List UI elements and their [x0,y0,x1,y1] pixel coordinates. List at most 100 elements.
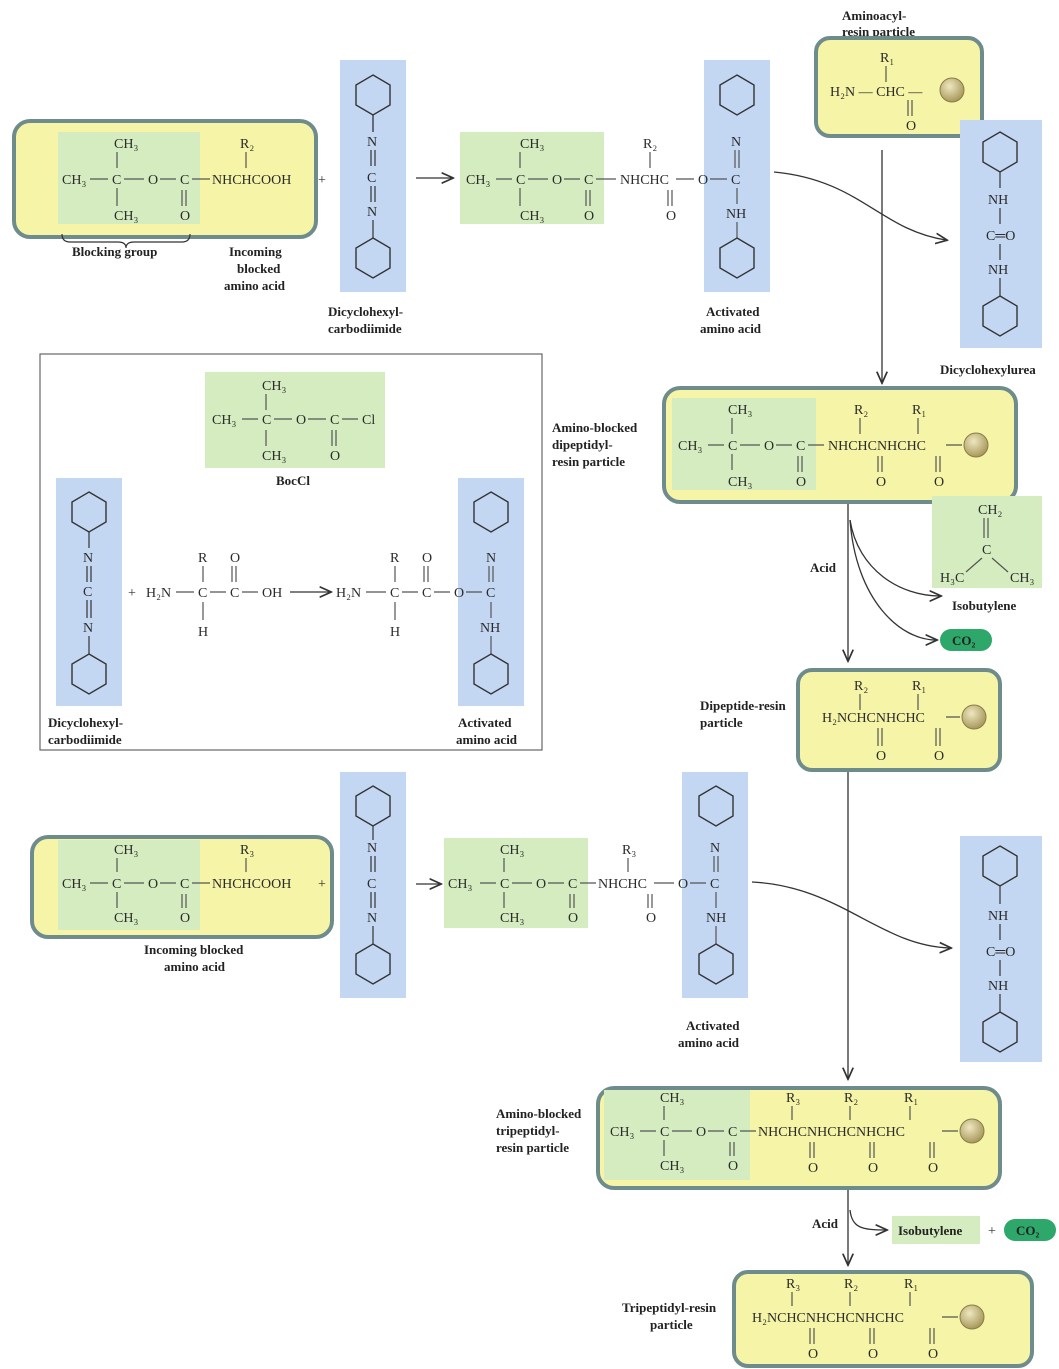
tripeptidyl-label-2: tripeptidyl- [496,1123,560,1138]
svg-text:H₃C: H₃C [940,571,964,586]
svg-text:N: N [731,135,741,150]
isobutylene-label-2: Isobutylene [898,1223,963,1238]
svg-text:CH₃: CH₃ [500,911,524,926]
arrow-to-isobutylene-1 [849,519,940,596]
svg-text:C: C [584,173,593,188]
svg-text:H: H [198,625,208,640]
svg-text:CH₃: CH₃ [728,475,752,490]
inset-box [39,353,543,751]
svg-text:CH₃: CH₃ [114,911,138,926]
svg-text:O: O [764,439,774,454]
svg-text:O: O [808,1347,818,1362]
arrow-to-isobutylene-2 [849,1209,886,1230]
svg-text:CO₂: CO₂ [1016,1223,1040,1238]
svg-text:C: C [367,877,376,892]
svg-text:NHCHC: NHCHC [598,877,647,892]
svg-text:O: O [296,413,306,428]
svg-text:CH₃: CH₃ [610,1125,634,1140]
acid-label-2: Acid [812,1216,839,1231]
svg-text:H₂N: H₂N [336,586,361,601]
svg-text:R: R [390,551,400,566]
svg-text:H₂N — CHC —: H₂N — CHC — [830,85,923,100]
svg-text:CH₃: CH₃ [520,209,544,224]
svg-text:N: N [367,911,377,926]
svg-text:O: O [230,551,240,566]
inset-activated-label-2: amino acid [456,732,518,747]
isobutylene-box-2 [892,1216,980,1244]
svg-text:R: R [198,551,208,566]
svg-text:O: O [666,209,676,224]
o-carbonyl: O [180,209,190,224]
svg-text:C: C [230,586,239,601]
svg-text:O: O [422,551,432,566]
inset-dcc-label-2: carbodiimide [48,732,122,747]
svg-text:C═O: C═O [986,229,1015,244]
svg-text:O: O [796,475,806,490]
svg-text:C: C [390,586,399,601]
tripeptidyl-label-1: Amino-blocked [496,1106,582,1121]
svg-text:C: C [262,413,271,428]
arrow-to-urea-2 [751,881,950,948]
ch3-left: CH₃ [62,173,86,188]
r2-label: R₂ [240,137,254,152]
svg-text:CH₃: CH₃ [466,173,490,188]
svg-text:CH₃: CH₃ [62,877,86,892]
svg-text:CH₃: CH₃ [1010,571,1034,586]
inset-dcc-label-1: Dicyclohexyl- [48,715,123,730]
inset-activated: H₂N R C H O C O N C NH [336,478,524,706]
svg-text:O: O [568,911,578,926]
svg-text:O: O [906,119,916,134]
dcc-label-1: Dicyclohexyl- [328,304,403,319]
aminoacyl-label-2: resin particle [842,24,915,39]
svg-text:O: O [868,1347,878,1362]
svg-text:N: N [83,621,93,636]
isobutylene-label-1: Isobutylene [952,598,1017,613]
svg-text:CO₂: CO₂ [952,633,976,648]
inset-activated-label-1: Activated [458,715,512,730]
svg-text:C: C [710,877,719,892]
tripeptidyl-resin-particle: R₃ R₂ R₁ H₂NCHCNHCHCNHCHC O O O [732,1270,1034,1368]
dicyclohexylurea-1: NH C═O NH [960,120,1042,348]
o-ester: O [148,173,158,188]
svg-text:R₂: R₂ [854,679,868,694]
svg-text:C: C [982,543,991,558]
co2-pill-2: CO₂ [1004,1219,1056,1241]
amino-blocked-dipeptidyl-resin: CH₃ CH₃ C O C CH₃ O R₂ R₁ NHCHCNHCHC O O [662,386,1018,504]
svg-text:C: C [500,877,509,892]
inset-dcc: N C N [56,478,122,706]
aminoacyl-resin-particle: R₁ H₂N — CHC — O [814,36,984,138]
svg-text:O: O [868,1161,878,1176]
svg-text:N: N [486,551,496,566]
svg-text:CH₃: CH₃ [728,403,752,418]
svg-text:CH₃: CH₃ [678,439,702,454]
inset-amino-acid: + H₂N R C H O C OH [128,551,282,640]
svg-text:NH: NH [988,979,1008,994]
svg-text:CH₃: CH₃ [262,379,286,394]
svg-text:C: C [486,586,495,601]
tripeptidyl-label-3: resin particle [496,1140,569,1155]
svg-text:O: O [330,449,340,464]
svg-text:CH₂: CH₂ [978,503,1002,518]
incoming-label-1: Incoming [229,244,282,259]
dipeptide-resin-label-2: particle [700,715,743,730]
tripeptidyl-resin-label-2: particle [650,1317,693,1332]
svg-text:NH: NH [706,911,726,926]
svg-text:R₁: R₁ [904,1277,918,1292]
svg-text:C: C [728,1125,737,1140]
arrow-to-urea-1 [773,171,946,240]
svg-text:C: C [180,877,189,892]
c-carbonyl: C [180,173,189,188]
svg-text:CH₃: CH₃ [520,137,544,152]
svg-text:C═O: C═O [986,945,1015,960]
svg-text:O: O [696,1125,706,1140]
svg-text:C: C [568,877,577,892]
svg-text:C: C [112,877,121,892]
bocl-structure: CH₃ CH₃ C O C Cl CH₃ O [205,372,385,468]
svg-text:CH₃: CH₃ [262,449,286,464]
svg-text:CH₃: CH₃ [500,843,524,858]
c-center: C [112,173,121,188]
blocking-group-label: Blocking group [72,244,157,259]
svg-text:NH: NH [988,193,1008,208]
svg-text:C: C [796,439,805,454]
